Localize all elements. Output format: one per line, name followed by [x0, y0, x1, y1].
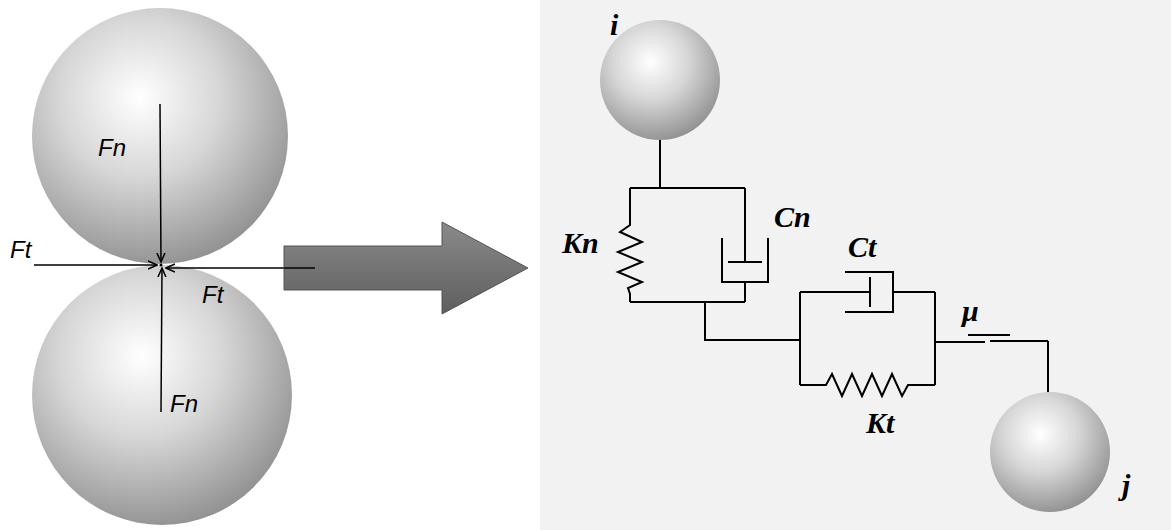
particle-sphere: i — [600, 20, 720, 140]
force-label: Ft — [202, 283, 223, 307]
contact-point — [160, 264, 163, 267]
panel-ground — [540, 0, 1171, 530]
force-label: Fn — [98, 136, 126, 160]
particle-label: j — [1122, 470, 1130, 500]
normal-contact-model — [618, 138, 800, 340]
normal-force-arrow — [160, 104, 161, 262]
parameter-label: Kn — [562, 228, 599, 258]
particle-label: i — [610, 10, 618, 40]
particle-sphere: j — [990, 392, 1110, 512]
parameter-label: Kt — [866, 408, 894, 438]
force-label: Ft — [10, 238, 31, 262]
tangential-force-arrow — [166, 267, 315, 269]
sphere-bottom — [32, 265, 292, 525]
tangential-force-arrow — [34, 264, 157, 266]
parameter-label: Cn — [774, 202, 811, 232]
parameter-label: μ — [962, 296, 979, 326]
sphere-top — [32, 8, 288, 264]
force-line-overlay — [284, 267, 315, 269]
transition-arrow — [284, 222, 528, 314]
tangential-contact-model — [800, 272, 1048, 396]
sphere-shape — [990, 392, 1110, 512]
force-label: Fn — [170, 392, 198, 416]
normal-force-arrow — [161, 268, 162, 412]
parameter-label: Ct — [848, 232, 876, 262]
